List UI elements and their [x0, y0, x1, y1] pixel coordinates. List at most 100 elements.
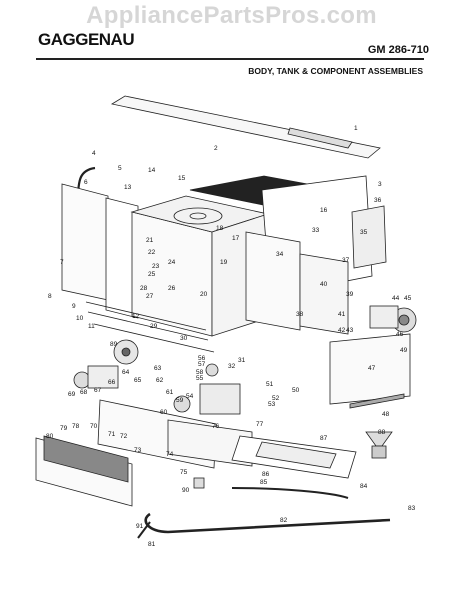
callout-53: 53 — [268, 401, 276, 408]
callout-47: 47 — [368, 365, 376, 372]
callout-66: 66 — [108, 379, 116, 386]
callout-8: 8 — [48, 293, 52, 300]
callout-69: 69 — [68, 391, 76, 398]
callout-63: 63 — [154, 365, 162, 372]
callout-16: 16 — [320, 207, 328, 214]
inlet-hose-part — [231, 487, 349, 499]
callout-80: 80 — [46, 433, 54, 440]
callout-43: 43 — [346, 327, 354, 334]
callout-29: 29 — [150, 323, 158, 330]
callout-32: 32 — [228, 363, 236, 370]
callout-17: 17 — [232, 235, 240, 242]
callout-28: 28 — [140, 285, 148, 292]
callout-88: 88 — [378, 429, 386, 436]
callout-12: 12 — [132, 313, 140, 320]
model-number: GM 286-710 — [367, 44, 429, 56]
callout-22: 22 — [148, 249, 156, 256]
callout-34: 34 — [276, 251, 284, 258]
motor-part — [73, 371, 91, 389]
callout-61: 61 — [166, 389, 174, 396]
callout-27: 27 — [146, 293, 154, 300]
callout-15: 15 — [178, 175, 186, 182]
callout-52: 52 — [272, 395, 280, 402]
callout-23: 23 — [152, 263, 160, 270]
callout-68: 68 — [80, 389, 88, 396]
callout-24: 24 — [168, 259, 176, 266]
callout-13: 13 — [124, 184, 132, 191]
callout-86: 86 — [262, 471, 270, 478]
callout-39: 39 — [346, 291, 354, 298]
top-rail-part — [110, 95, 381, 159]
callout-9: 9 — [72, 303, 76, 310]
callout-41: 41 — [338, 311, 346, 318]
callout-87: 87 — [320, 435, 328, 442]
callout-6: 6 — [84, 179, 88, 186]
plate-part — [329, 333, 411, 405]
callout-30: 30 — [180, 335, 188, 342]
pump-part — [199, 383, 241, 415]
callout-73: 73 — [134, 447, 142, 454]
callout-3: 3 — [378, 181, 382, 188]
callout-21: 21 — [146, 237, 154, 244]
callout-57: 57 — [198, 361, 206, 368]
callout-65: 65 — [134, 377, 142, 384]
callout-55: 55 — [196, 375, 204, 382]
callout-19: 19 — [220, 259, 228, 266]
callout-11: 11 — [88, 323, 95, 330]
callout-49: 49 — [400, 347, 408, 354]
callout-83: 83 — [408, 505, 416, 512]
door-frame-part — [105, 197, 139, 319]
callout-5: 5 — [118, 165, 122, 172]
callout-51: 51 — [266, 381, 274, 388]
callout-45: 45 — [404, 295, 412, 302]
base-plate-part — [167, 419, 253, 467]
watermark-text: AppliancePartsPros.com — [86, 2, 377, 29]
header-rule — [36, 58, 424, 60]
callout-20: 20 — [200, 291, 208, 298]
callout-50: 50 — [292, 387, 300, 394]
callout-42: 42 — [338, 327, 346, 334]
callout-1: 1 — [354, 125, 358, 132]
callout-25: 25 — [148, 271, 156, 278]
callout-35: 35 — [360, 229, 368, 236]
callout-77: 77 — [256, 421, 264, 428]
brand-logo: GAGGENAU — [38, 30, 135, 49]
drain-hose-part — [144, 512, 391, 534]
callout-70: 70 — [90, 423, 98, 430]
callout-18: 18 — [216, 225, 224, 232]
callout-75: 75 — [180, 469, 188, 476]
callout-71: 71 — [108, 431, 116, 438]
callout-56: 56 — [198, 355, 206, 362]
filter-pad-part — [43, 435, 129, 483]
callout-67: 67 — [94, 387, 102, 394]
callout-74: 74 — [166, 451, 174, 458]
callout-85: 85 — [260, 479, 268, 486]
callout-14: 14 — [148, 167, 156, 174]
callout-36: 36 — [374, 197, 382, 204]
side-wall-panel-part — [61, 183, 109, 301]
callout-44: 44 — [392, 295, 400, 302]
callout-82: 82 — [280, 517, 288, 524]
callout-84: 84 — [360, 483, 368, 490]
callout-81: 81 — [148, 541, 156, 548]
callout-7: 7 — [60, 259, 64, 266]
callout-31: 31 — [238, 357, 246, 364]
callout-48: 48 — [382, 411, 390, 418]
callout-89: 89 — [110, 341, 118, 348]
pump-bracket — [299, 253, 349, 335]
tub-top-opening — [173, 207, 223, 225]
callout-79: 79 — [60, 425, 68, 432]
cap-part — [193, 477, 205, 489]
callout-33: 33 — [312, 227, 320, 234]
vent-part — [351, 205, 387, 269]
callout-64: 64 — [122, 369, 130, 376]
callout-4: 4 — [92, 150, 96, 157]
page-subtitle: BODY, TANK & COMPONENT ASSEMBLIES — [248, 66, 423, 76]
callout-72: 72 — [120, 433, 128, 440]
tub-front — [131, 211, 213, 337]
callout-78: 78 — [72, 423, 80, 430]
callout-90: 90 — [182, 487, 190, 494]
callout-76: 76 — [212, 423, 220, 430]
callout-37: 37 — [342, 257, 350, 264]
